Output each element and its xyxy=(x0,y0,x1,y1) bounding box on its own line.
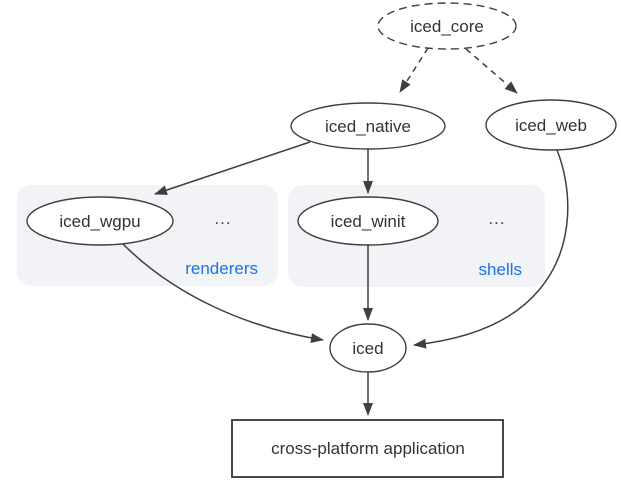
node-iced: iced xyxy=(329,323,407,373)
iced-wgpu-label: iced_wgpu xyxy=(59,212,140,231)
group-shells-label: shells xyxy=(479,260,522,279)
edge-iced-web-to-iced xyxy=(413,149,569,349)
edge-iced-native-to-iced-wgpu xyxy=(154,141,311,195)
iced-core-ellipse xyxy=(377,2,517,50)
iced-core-label: iced_core xyxy=(410,17,484,36)
edge-iced-core-to-iced-native xyxy=(399,47,429,93)
iced-native-ellipse xyxy=(290,102,446,150)
iced-wgpu-ellipse xyxy=(26,196,174,246)
node-iced-wgpu: iced_wgpu xyxy=(26,196,174,246)
iced-ellipse xyxy=(329,323,407,373)
iced-label: iced xyxy=(352,339,383,358)
application-label: cross-platform application xyxy=(271,439,465,458)
iced-winit-label: iced_winit xyxy=(331,212,406,231)
node-iced-core: iced_core xyxy=(377,2,517,50)
group-renderers-label: renderers xyxy=(185,259,258,278)
iced-native-label: iced_native xyxy=(325,117,411,136)
edge-iced-wgpu-to-iced xyxy=(122,243,324,344)
renderers-ellipsis: ... xyxy=(214,209,231,228)
iced-winit-ellipse xyxy=(297,196,439,246)
edge-iced-core-to-iced-web xyxy=(465,48,518,94)
iced-web-label: iced_web xyxy=(515,116,587,135)
iced-web-ellipse xyxy=(485,99,617,151)
node-iced-native: iced_native xyxy=(290,102,446,150)
node-cross-platform-application: cross-platform application xyxy=(231,419,504,478)
shells-ellipsis: ... xyxy=(488,209,505,228)
application-rect xyxy=(231,419,504,478)
node-iced-web: iced_web xyxy=(485,99,617,151)
node-iced-winit: iced_winit xyxy=(297,196,439,246)
